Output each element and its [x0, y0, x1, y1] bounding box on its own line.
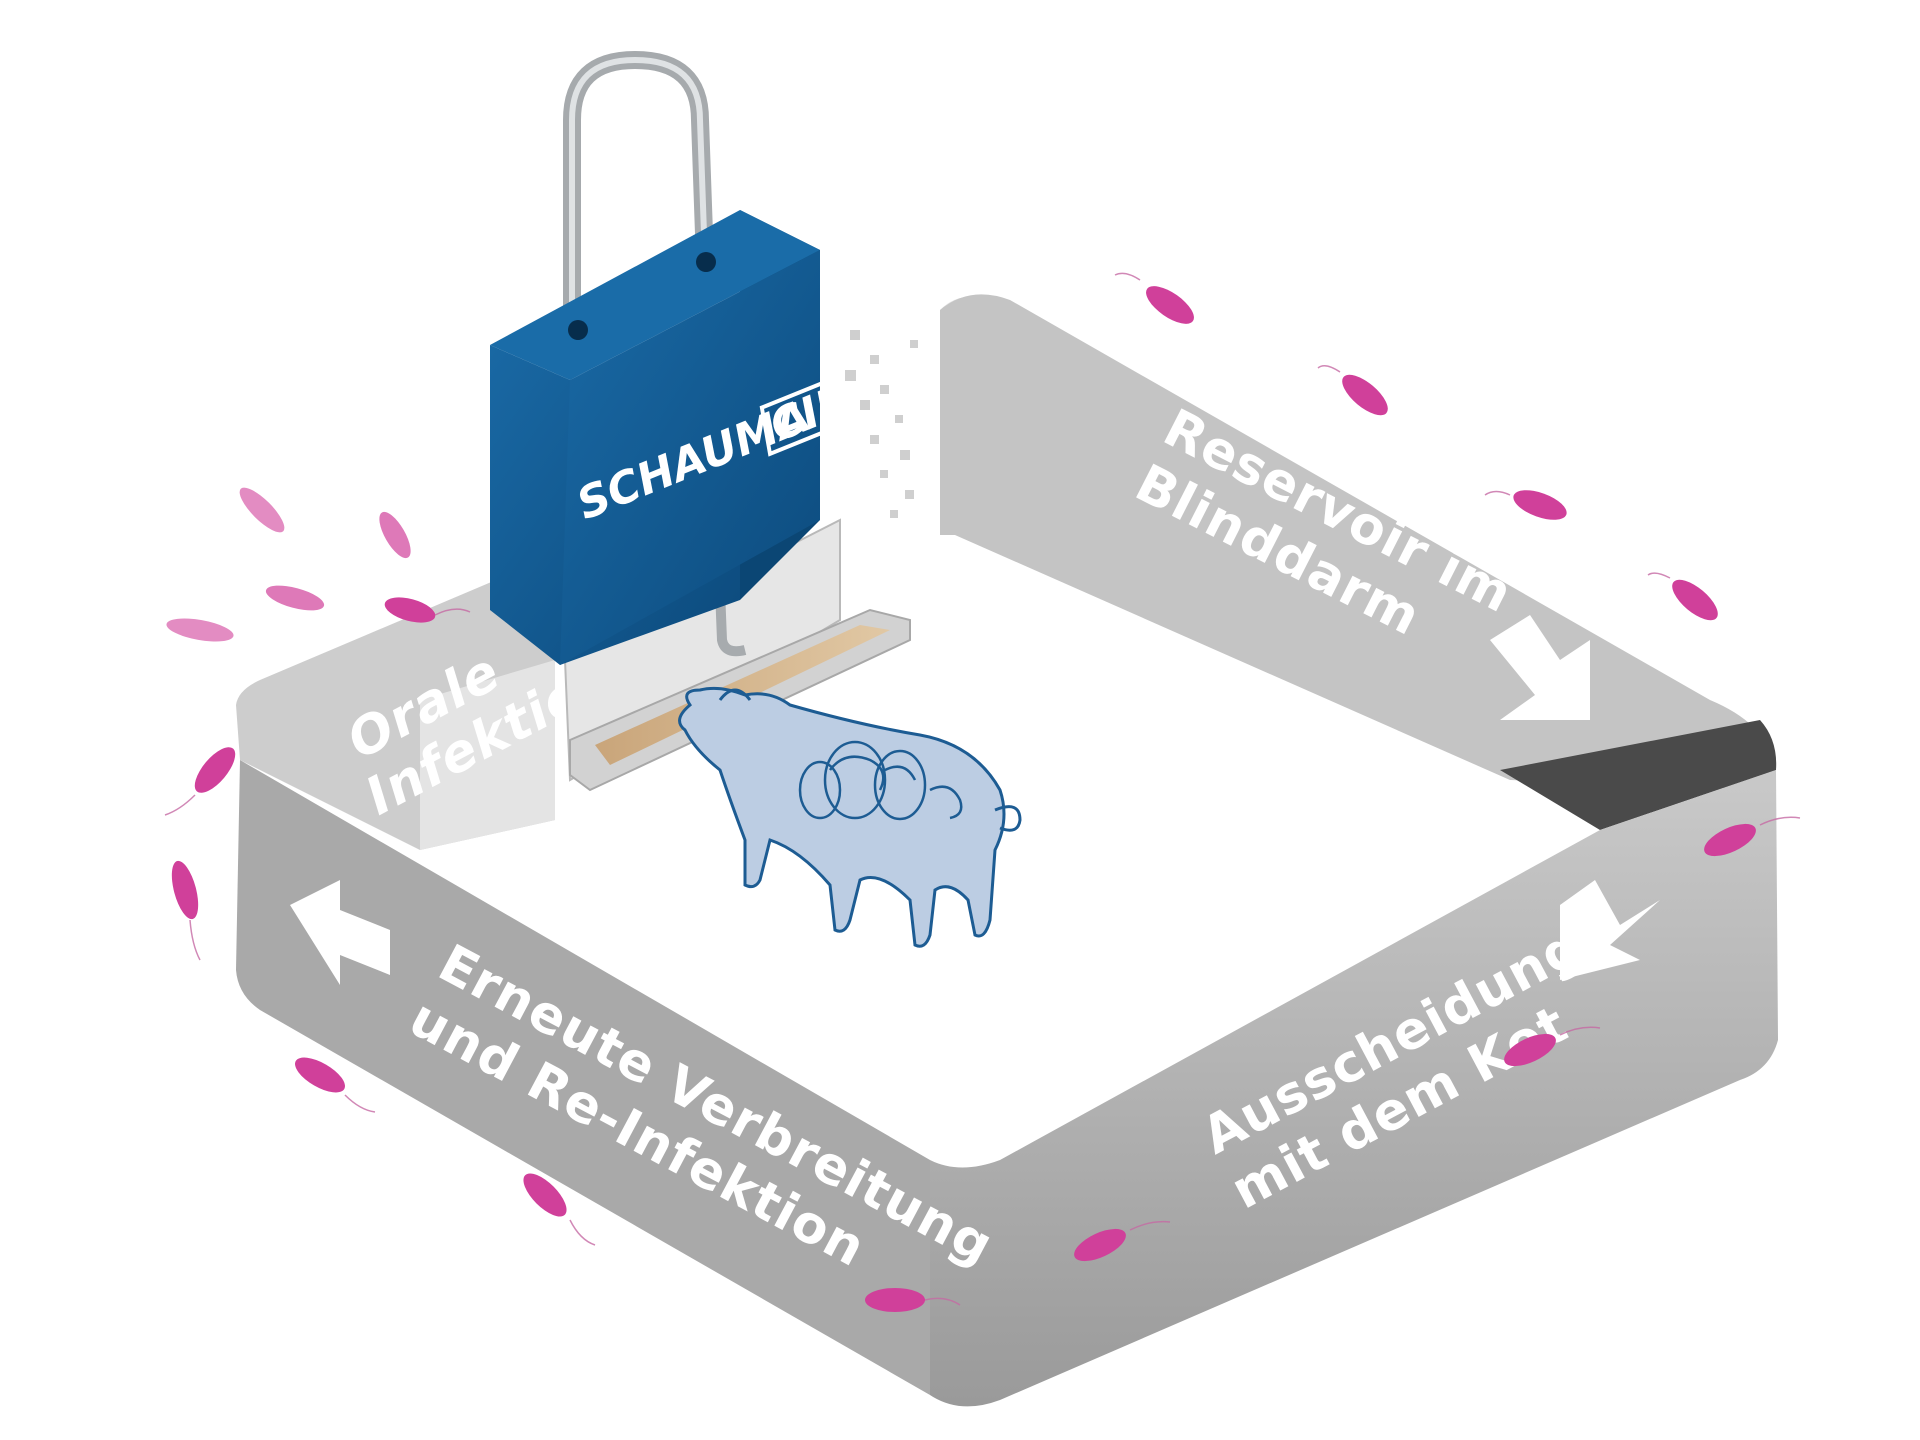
- bacterium: [1074, 1228, 1126, 1262]
- dosing-pipe: [715, 589, 747, 657]
- product-bucket: SCHAUMA CID: [490, 50, 865, 665]
- band-front-left: [236, 760, 930, 1395]
- pig-tail: [994, 805, 1022, 832]
- pig-intestines: [798, 740, 963, 821]
- pig-ear: [718, 688, 752, 701]
- pig: [678, 686, 1022, 948]
- band-left-end-top: [420, 660, 555, 850]
- bacterium: [239, 487, 285, 533]
- bacterium: [379, 511, 411, 559]
- bacterium: [171, 860, 199, 920]
- bacterium: [865, 1288, 925, 1312]
- band-inner-shadow: [1500, 720, 1777, 830]
- bacterium: [265, 585, 325, 611]
- bacterium: [194, 747, 236, 793]
- bacterium: [1513, 490, 1567, 520]
- bacteria: [166, 286, 1756, 1312]
- cycle-band: [236, 294, 1778, 1407]
- arrow-left: [290, 880, 390, 985]
- bacterium: [1146, 286, 1194, 324]
- bacterium: [384, 597, 436, 623]
- arrow-right-down: [1490, 615, 1590, 720]
- bacterium: [1704, 823, 1756, 857]
- bacterium: [1672, 579, 1718, 621]
- bacterium: [295, 1057, 345, 1093]
- bacterium: [1504, 1033, 1556, 1067]
- bacterium: [523, 1173, 567, 1217]
- powder-particles: [845, 330, 918, 518]
- bacteria-flagella: [164, 272, 1801, 1306]
- brand-box: [759, 367, 865, 457]
- bacterium: [166, 618, 234, 642]
- pig-body: [678, 686, 1006, 948]
- bacterium: [1342, 374, 1388, 416]
- arrow-left-down: [1560, 880, 1660, 980]
